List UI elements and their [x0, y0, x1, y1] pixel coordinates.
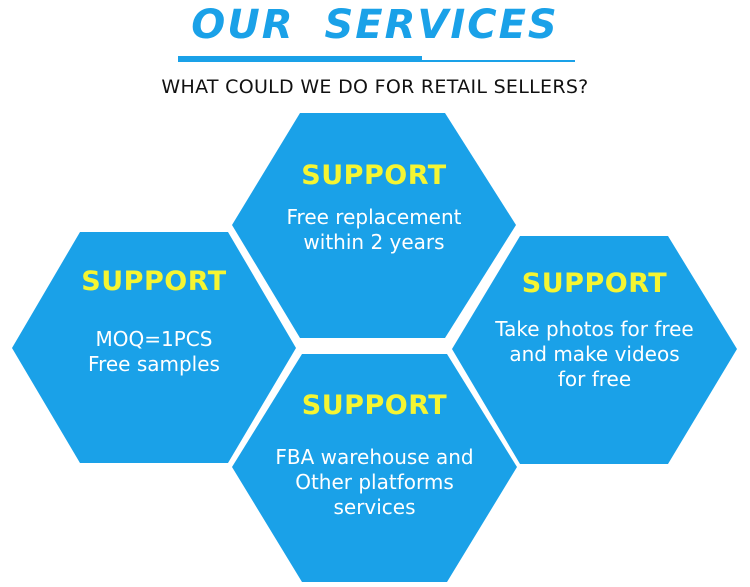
hexagon-right — [452, 236, 737, 464]
page-subtitle: WHAT COULD WE DO FOR RETAIL SELLERS? — [161, 76, 589, 98]
hexagon-top — [232, 113, 516, 338]
service-description: MOQ=1PCS Free samples — [88, 327, 220, 376]
page-title: OUR SERVICES — [191, 2, 559, 48]
service-description: Take photos for free and make videos for… — [495, 317, 694, 391]
support-heading: SUPPORT — [301, 160, 447, 191]
hexagon-bottom — [232, 354, 517, 582]
service-description: FBA warehouse and Other platforms servic… — [275, 445, 474, 519]
service-card-photos: SUPPORT Take photos for free and make vi… — [452, 268, 737, 392]
support-heading: SUPPORT — [521, 268, 668, 299]
support-heading: SUPPORT — [81, 266, 227, 297]
title-underline-thick — [178, 56, 422, 62]
service-card-replacement: SUPPORT Free replacement within 2 years — [232, 160, 516, 255]
service-description: Free replacement within 2 years — [286, 205, 462, 254]
hexagon-left — [12, 232, 296, 463]
service-card-moq: SUPPORT MOQ=1PCS Free samples — [12, 266, 296, 377]
title-underline-thin — [178, 60, 575, 62]
service-card-fba: SUPPORT FBA warehouse and Other platform… — [232, 390, 517, 520]
support-heading: SUPPORT — [301, 390, 448, 421]
